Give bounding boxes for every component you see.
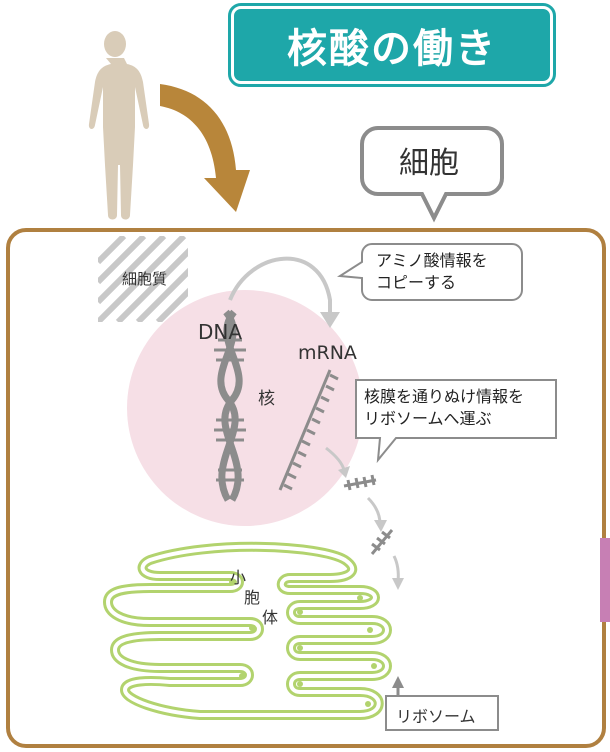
human-figure-icon: [88, 31, 150, 220]
transport-arrow-1-icon: [325, 446, 346, 471]
callout-transport-text: 核膜を通りぬけ情報を リボソームへ運ぶ: [364, 386, 524, 430]
callout-transport-line-1: 核膜を通りぬけ情報を: [364, 387, 525, 406]
copy-arrow-icon: [228, 256, 332, 320]
mrna-fragment-1-icon: [343, 474, 377, 491]
er-label-3: 体: [262, 608, 279, 627]
mrna-label: mRNA: [298, 342, 357, 364]
er-label-2: 胞: [244, 588, 261, 607]
cytoplasm-label: 細胞質: [122, 270, 168, 288]
callout-copy-line-1: アミノ酸情報を: [376, 251, 488, 270]
copy-arrow-head-icon: [320, 312, 340, 328]
callout-copy-bubble: [336, 243, 523, 301]
side-tab: [600, 538, 610, 622]
cell-label: 細胞: [399, 146, 459, 181]
cytoplasm-hatch: [98, 236, 188, 322]
callout-copy-text: アミノ酸情報を コピーする: [376, 250, 488, 294]
ribosome-label-box: [385, 695, 499, 731]
er-label-1: 小: [230, 568, 247, 587]
dna-helix-icon: [214, 309, 246, 502]
callout-transport-bubble: [355, 379, 557, 464]
ribosome-pointer-head-icon: [392, 676, 404, 688]
title-banner: 核酸の働き: [228, 3, 556, 87]
endoplasmic-reticulum: [103, 541, 392, 720]
nucleus: [127, 290, 363, 526]
ribosome-label: リボソーム: [396, 707, 476, 726]
transport-arrow-1-head-icon: [338, 466, 350, 478]
zoom-arrow-icon: [160, 84, 250, 212]
transport-arrow-3-head-icon: [392, 578, 404, 590]
mrna-fragment-2-icon: [370, 529, 394, 555]
transport-arrow-2-head-icon: [374, 520, 387, 532]
mrna-strand-icon: [278, 369, 339, 491]
dna-label: DNA: [198, 320, 243, 344]
cell-bubble: [360, 126, 504, 223]
page-title: 核酸の働き: [287, 26, 497, 72]
callout-copy-line-2: コピーする: [376, 273, 457, 292]
callout-transport-line-2: リボソームへ運ぶ: [364, 409, 492, 428]
nucleus-label: 核: [258, 389, 275, 409]
